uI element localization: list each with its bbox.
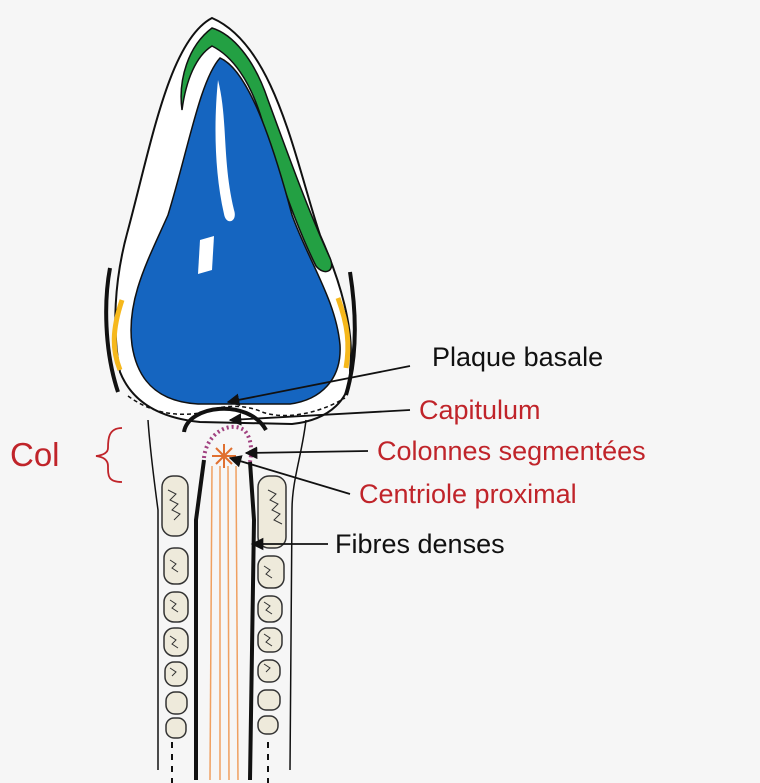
col-bracket [96, 428, 122, 482]
arrow-colonnes [246, 451, 368, 453]
neck-membrane-right [290, 420, 306, 770]
label-col: Col [10, 438, 60, 471]
label-fibres-denses: Fibres denses [335, 531, 505, 558]
centriole-proximal [212, 444, 236, 468]
nuclear-vacuole-small [198, 236, 214, 274]
label-plaque-basale: Plaque basale [432, 344, 603, 371]
neck-membrane-left [148, 420, 158, 770]
fibre-dense-left [196, 460, 204, 780]
fibre-dense-right [250, 462, 254, 780]
axoneme-fibres [210, 466, 238, 780]
label-centriole-proximal: Centriole proximal [359, 481, 577, 508]
label-colonnes-segmentees: Colonnes segmentées [377, 438, 646, 465]
label-capitulum: Capitulum [419, 397, 541, 424]
mitochondria-left [162, 476, 188, 738]
mitochondria-right [258, 476, 286, 734]
arrow-centriole [230, 458, 350, 494]
